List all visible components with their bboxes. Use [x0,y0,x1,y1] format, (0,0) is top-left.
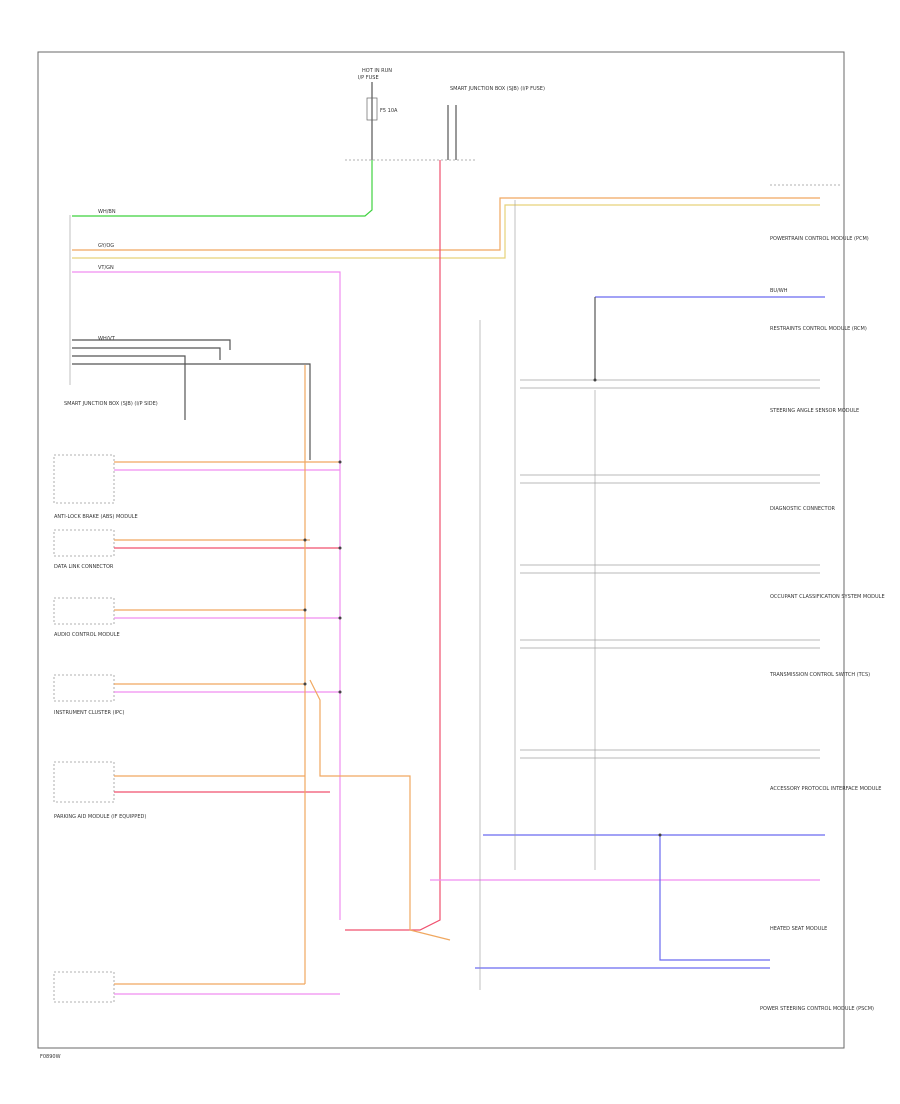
module-sas-caption: STEERING ANGLE SENSOR MODULE [770,408,859,414]
wire-yellow-top [72,204,820,259]
diagram-code: F0890W [40,1054,61,1060]
module-dc: DIAGNOSTIC CONNECTOR [770,506,836,512]
wire-pink-vertical [72,271,341,920]
module-abs: ANTI-LOCK BRAKE (ABS) MODULE [53,454,340,520]
module-dlc-caption: DATA LINK CONNECTOR [54,564,114,570]
module-ocs-caption: OCCUPANT CLASSIFICATION SYSTEM MODULE [770,594,885,600]
hot-in-run-label: HOT IN RUN [362,68,392,74]
module-bottom-left [53,971,340,1003]
sjb-note-label: SMART JUNCTION BOX (SJB) (I/P FUSE) [450,86,545,92]
wire-red-trunk [345,160,441,931]
diagram-frame [37,51,845,1049]
wire-pink-label: VT/GN [98,265,114,271]
module-ocs: OCCUPANT CLASSIFICATION SYSTEM MODULE [770,594,885,600]
wire-orange-label: GY/OG [98,243,114,249]
module-api: ACCESSORY PROTOCOL INTERFACE MODULE [770,786,881,792]
module-dlc: DATA LINK CONNECTOR [53,529,340,570]
wire-green [72,160,373,217]
fuse-symbol [366,97,378,121]
wire-blue-label: BU/WH [770,288,788,294]
module-hsm: HEATED SEAT MODULE [770,926,827,932]
fuse-rating-label: F5 10A [380,108,398,114]
module-sas: STEERING ANGLE SENSOR MODULE [770,408,859,414]
module-pscm-caption: POWER STEERING CONTROL MODULE (PSCM) [760,1006,874,1012]
module-pcm-caption: POWERTRAIN CONTROL MODULE (PCM) [770,236,869,242]
module-pam: PARKING AID MODULE (IF EQUIPPED) [53,761,330,820]
module-rcm: RESTRAINTS CONTROL MODULE (RCM) [770,326,867,332]
module-ipc: INSTRUMENT CLUSTER (IPC) [53,674,340,716]
module-dc-caption: DIAGNOSTIC CONNECTOR [770,506,836,512]
module-abs-caption: ANTI-LOCK BRAKE (ABS) MODULE [54,514,138,520]
module-rcm-caption: RESTRAINTS CONTROL MODULE (RCM) [770,326,867,332]
wire-green-label: WH/BN [98,209,116,215]
left-connector-caption: SMART JUNCTION BOX (SJB) (I/P SIDE) [64,401,158,407]
module-hsm-caption: HEATED SEAT MODULE [770,926,827,932]
module-tcs: TRANSMISSION CONTROL SWITCH (TCS) [769,672,870,678]
module-audio: AUDIO CONTROL MODULE [53,597,340,638]
module-tcs-caption: TRANSMISSION CONTROL SWITCH (TCS) [769,672,870,678]
module-pscm: POWER STEERING CONTROL MODULE (PSCM) [760,1006,874,1012]
module-ipc-caption: INSTRUMENT CLUSTER (IPC) [54,710,125,716]
left-connector-block: SMART JUNCTION BOX (SJB) (I/P SIDE) [64,215,158,407]
ip-fuse-label: I/P FUSE [358,75,379,81]
top-power-source: HOT IN RUN I/P FUSE F5 10A SMART JUNCTIO… [345,68,545,161]
module-pam-caption: PARKING AID MODULE (IF EQUIPPED) [54,814,146,820]
module-api-caption: ACCESSORY PROTOCOL INTERFACE MODULE [770,786,881,792]
wire-orange-top [72,197,820,251]
module-audio-caption: AUDIO CONTROL MODULE [54,632,120,638]
wire-red-label: WH/VT [98,336,116,342]
module-pcm: POWERTRAIN CONTROL MODULE (PCM) [770,184,869,242]
